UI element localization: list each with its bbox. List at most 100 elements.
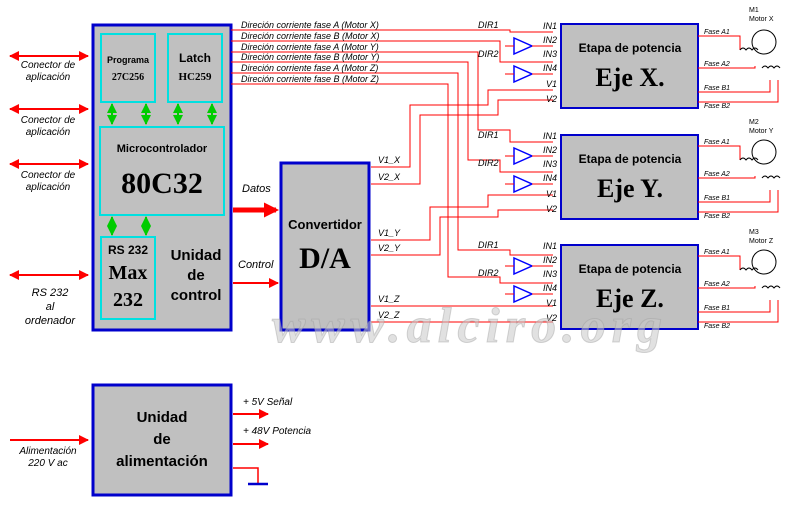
power-stage-y-title: Etapa de potencia <box>579 152 682 166</box>
ground-wire <box>233 467 259 483</box>
out-label-v2y: V2_Y <box>378 243 401 253</box>
phase-b1-label-x: Fase B1 <box>704 85 730 92</box>
control-label: Control <box>238 259 274 271</box>
in3-label-y: IN3 <box>543 159 557 169</box>
rs232-chip-number: 232 <box>113 289 143 311</box>
phase-a1-line-x <box>698 35 741 50</box>
power-stage-z-title: Etapa de potencia <box>579 262 682 276</box>
watermark: www.alciro.org <box>272 297 668 353</box>
in2-label-x: IN2 <box>543 35 557 45</box>
rs232-label-line1: RS 232 <box>32 287 69 299</box>
in1-label-y: IN1 <box>543 131 557 141</box>
dir-label-by: Direción corriente fase B (Motor Y) <box>241 52 379 62</box>
out-label-v2z: V2_Z <box>378 310 400 320</box>
in4-label-y: IN4 <box>543 173 557 183</box>
direction-labels: Direción corriente fase A (Motor X) Dire… <box>241 20 380 84</box>
power-stage-y-box <box>560 134 699 220</box>
phase-b1-line-y <box>698 190 771 203</box>
power-unit-label-line3: alimentación <box>116 453 208 470</box>
dac-title: Convertidor <box>288 217 362 232</box>
left-connectors: Conector de aplicación Conector de aplic… <box>9 51 89 469</box>
motor-x-id: M1 <box>749 7 759 14</box>
dir-line-bz <box>231 83 553 284</box>
in4-label-z: IN4 <box>543 283 557 293</box>
phase-b1-line-z <box>698 300 771 313</box>
phase-a1-label-z: Fase A1 <box>704 249 730 256</box>
out-label-v1x: V1_X <box>378 155 401 165</box>
motor-y-icon <box>751 139 777 165</box>
direction-bus <box>231 29 553 284</box>
motor-x-coil-a-icon <box>739 47 759 51</box>
phase-a2-label-y: Fase A2 <box>704 171 730 178</box>
dac-output-labels: V1_X V2_X V1_Y V2_Y V1_Z V2_Z <box>378 155 401 320</box>
power-stage-x-box <box>560 23 699 109</box>
connector3-label-line2: aplicación <box>26 182 71 193</box>
power-input-label-line2: 220 V ac <box>27 458 67 469</box>
power-stage-x-axis: Eje X. <box>595 63 664 92</box>
dir-line-ax <box>231 29 553 33</box>
connector1-label-line2: aplicación <box>26 72 71 83</box>
motor-y-coil-b-icon <box>761 175 781 179</box>
dir1-label-z: DIR1 <box>478 240 499 250</box>
phase-b2-line-x <box>698 80 779 103</box>
in4-label-x: IN4 <box>543 63 557 73</box>
dir1-label-y: DIR1 <box>478 130 499 140</box>
control-unit-label-line2: de <box>187 267 205 284</box>
motor-z-name: Motor Z <box>749 238 774 245</box>
rs232-chip-label: RS 232 <box>108 243 148 257</box>
buffer-1-y <box>513 146 534 166</box>
out-line-v1y <box>371 194 553 241</box>
control-unit-label-line3: control <box>171 287 222 304</box>
dir-label-bx: Direción corriente fase B (Motor X) <box>241 31 380 41</box>
out-line-v2y <box>371 209 553 256</box>
control-unit: Programa 27C256 Latch HC259 Microcontrol… <box>91 23 233 332</box>
dir1-label-x: DIR1 <box>478 20 499 30</box>
dir-label-ay: Direción corriente fase A (Motor Y) <box>241 42 379 52</box>
dir2-label-y: DIR2 <box>478 158 499 168</box>
connector2-label-line2: aplicación <box>26 127 71 138</box>
motor-z-icon <box>751 249 777 275</box>
out-line-v1x <box>371 89 553 168</box>
in1-label-x: IN1 <box>543 21 557 31</box>
control-unit-label-line1: Unidad <box>171 247 222 264</box>
v2-label-x: V2 <box>546 94 557 104</box>
in3-label-z: IN3 <box>543 269 557 279</box>
out-label-v1z: V1_Z <box>378 294 400 304</box>
power-unit-box <box>91 383 233 497</box>
dac-chip: D/A <box>299 242 351 275</box>
power-stage-x: DIR1 DIR2 IN1 IN2 IN3 IN4 V1 V2 Etapa de… <box>478 7 781 110</box>
dac-box <box>279 161 371 332</box>
phase-a2-label-x: Fase A2 <box>704 61 730 68</box>
dir-label-ax: Direción corriente fase A (Motor X) <box>241 20 379 30</box>
power-unit: Unidad de alimentación + 5V Señal + 48V … <box>91 383 312 497</box>
phase-b2-label-y: Fase B2 <box>704 213 730 220</box>
phase-b1-label-z: Fase B1 <box>704 305 730 312</box>
dac-block: Convertidor D/A <box>279 161 371 332</box>
microcontroller-part: 80C32 <box>121 167 203 200</box>
power-unit-label-line2: de <box>153 431 171 448</box>
phase-b1-label-y: Fase B1 <box>704 195 730 202</box>
buffer-1-z <box>513 256 534 276</box>
dir-line-ay <box>231 51 553 143</box>
power-stage-z-axis: Eje Z. <box>596 284 664 313</box>
dir-line-bx <box>231 40 553 63</box>
microcontroller-chip <box>99 126 225 216</box>
rs232-chip-max: Max <box>109 262 148 284</box>
power-stage-z: DIR1 DIR2 IN1 IN2 IN3 IN4 V1 V2 Etapa de… <box>478 229 781 330</box>
motor-y-id: M2 <box>749 119 759 126</box>
out-label-v1y: V1_Y <box>378 228 401 238</box>
motor-z-coil-b-icon <box>761 285 781 289</box>
v1-label-x: V1 <box>546 79 557 89</box>
in1-label-z: IN1 <box>543 241 557 251</box>
motor-x-icon <box>751 29 777 55</box>
dir2-label-x: DIR2 <box>478 49 499 59</box>
microcontroller-title: Microcontrolador <box>117 143 208 155</box>
out-label-v2x: V2_X <box>378 172 401 182</box>
v1-label-y: V1 <box>546 189 557 199</box>
dir-line-by <box>231 61 553 173</box>
motor-y-name: Motor Y <box>749 128 774 135</box>
phase-a1-label-y: Fase A1 <box>704 139 730 146</box>
in2-label-z: IN2 <box>543 255 557 265</box>
phase-a2-line-x <box>698 66 756 69</box>
